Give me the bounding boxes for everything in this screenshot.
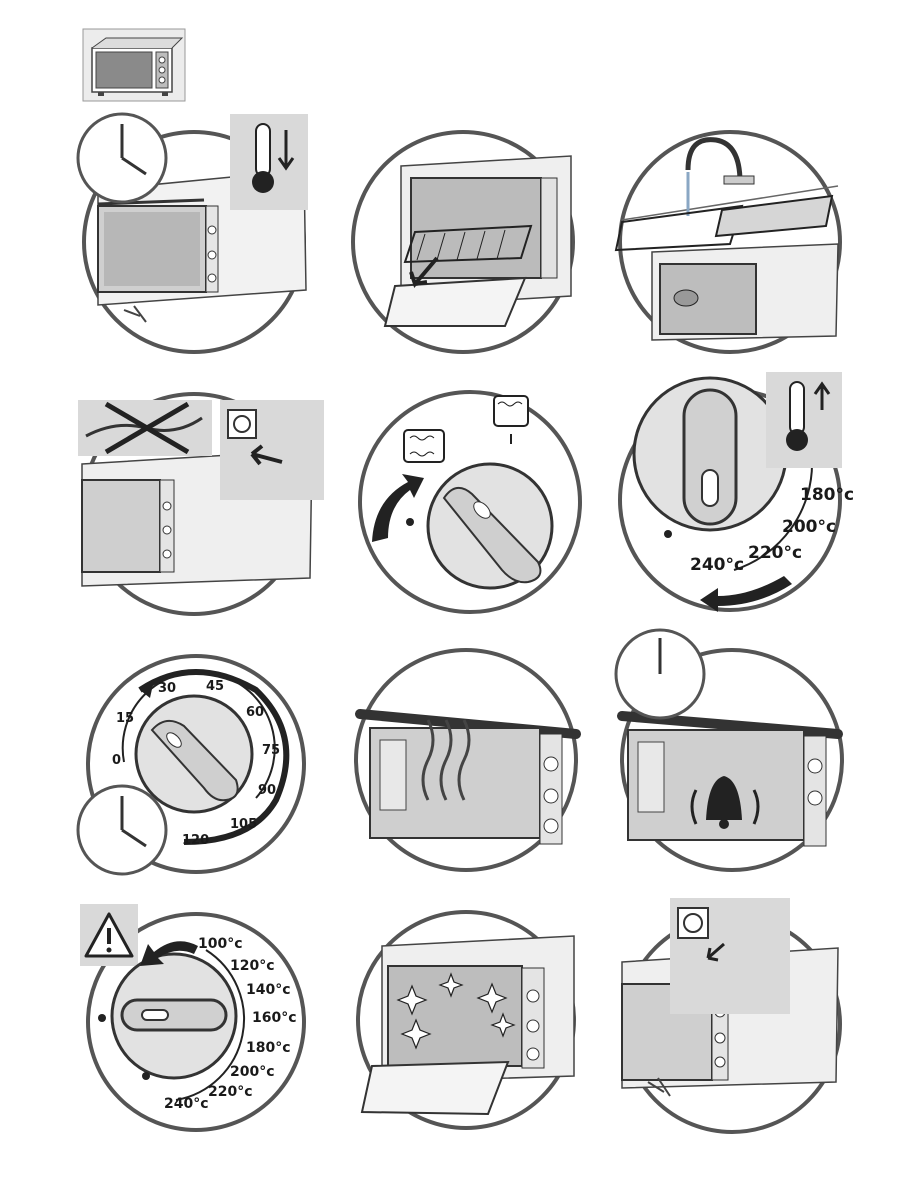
clock-icon <box>614 628 706 720</box>
wall-socket-icon <box>220 400 324 500</box>
rack-remove-icon <box>403 224 533 264</box>
step-6-panel: 180°c 200°c 220°c 240°c <box>614 370 854 626</box>
wall-socket-icon <box>670 898 790 1014</box>
step-10-panel: 100°c 120°c 140°c 160°c 180°c 200°c 220°… <box>80 904 312 1134</box>
timer-label-105: 105 <box>230 817 257 832</box>
timer-knob-icon <box>134 694 254 814</box>
timer-label-90: 90 <box>258 783 276 798</box>
temp-label-160: 160°c <box>252 1010 297 1026</box>
rotate-arrow-icon <box>138 669 290 845</box>
timer-label-75: 75 <box>262 743 280 758</box>
temp-label-180: 180°c <box>800 485 854 505</box>
thermometer-up-icon <box>766 372 842 468</box>
heat-top-icon <box>493 395 529 444</box>
step-9-panel <box>612 628 848 876</box>
knob-icon <box>110 952 238 1080</box>
step-2-panel <box>345 126 581 356</box>
warning-icon <box>80 904 138 966</box>
temp-label-140: 140°c <box>246 982 291 998</box>
step-1-panel <box>74 110 310 356</box>
temp-label-220: 220°c <box>208 1084 253 1100</box>
step-8-panel <box>350 644 581 874</box>
temp-label-240: 240°c <box>690 555 744 575</box>
step-4-panel <box>76 380 326 616</box>
temp-label-240: 240°c <box>164 1096 209 1112</box>
toaster-oven-icon <box>82 28 186 102</box>
plug-in-icon <box>250 444 283 466</box>
plug-icon <box>647 1077 671 1097</box>
step-7-panel: 0 15 30 45 60 75 90 105 120 <box>76 650 312 876</box>
temp-label-180: 180°c <box>246 1040 291 1056</box>
timer-label-0: 0 <box>112 753 121 768</box>
timer-label-15: 15 <box>116 711 134 726</box>
temp-label-220: 220°c <box>748 543 802 563</box>
bell-icon <box>690 776 760 829</box>
temp-label-100: 100°c <box>198 936 243 952</box>
step-11-panel <box>352 906 580 1134</box>
rotate-arrow-icon <box>372 474 424 542</box>
clock-icon <box>76 784 168 876</box>
grill-icon <box>714 194 834 238</box>
faucet-icon <box>685 137 755 216</box>
heat-top-bottom-icon <box>403 429 445 463</box>
oven-open-icon <box>360 935 575 1116</box>
sponge-icon <box>673 289 699 307</box>
timer-label-60: 60 <box>246 705 264 720</box>
cord-crossed-icon <box>78 400 212 456</box>
oven-interior-icon <box>355 709 581 845</box>
sparkle-clean-icon <box>396 972 516 1050</box>
step-12-panel <box>612 892 848 1134</box>
unplug-icon <box>706 942 725 962</box>
rotate-arrow-icon <box>700 576 792 612</box>
knob-icon <box>426 462 554 590</box>
arrow-down-icon <box>409 256 439 289</box>
timer-label-45: 45 <box>206 679 224 694</box>
step-5-panel <box>352 382 582 618</box>
timer-label-30: 30 <box>158 681 176 696</box>
rotate-arrow-icon <box>140 941 198 966</box>
temp-label-120: 120°c <box>230 958 275 974</box>
timer-label-120: 120 <box>182 833 209 848</box>
temp-label-200: 200°c <box>230 1064 275 1080</box>
plug-icon <box>123 305 147 323</box>
thermometer-down-icon <box>230 114 308 210</box>
step-3-panel <box>612 126 848 356</box>
temp-label-200: 200°c <box>782 517 836 537</box>
clock-icon <box>76 112 168 204</box>
smoke-icon <box>421 719 471 801</box>
rack-icon <box>614 204 744 252</box>
knob-icon <box>632 376 788 532</box>
